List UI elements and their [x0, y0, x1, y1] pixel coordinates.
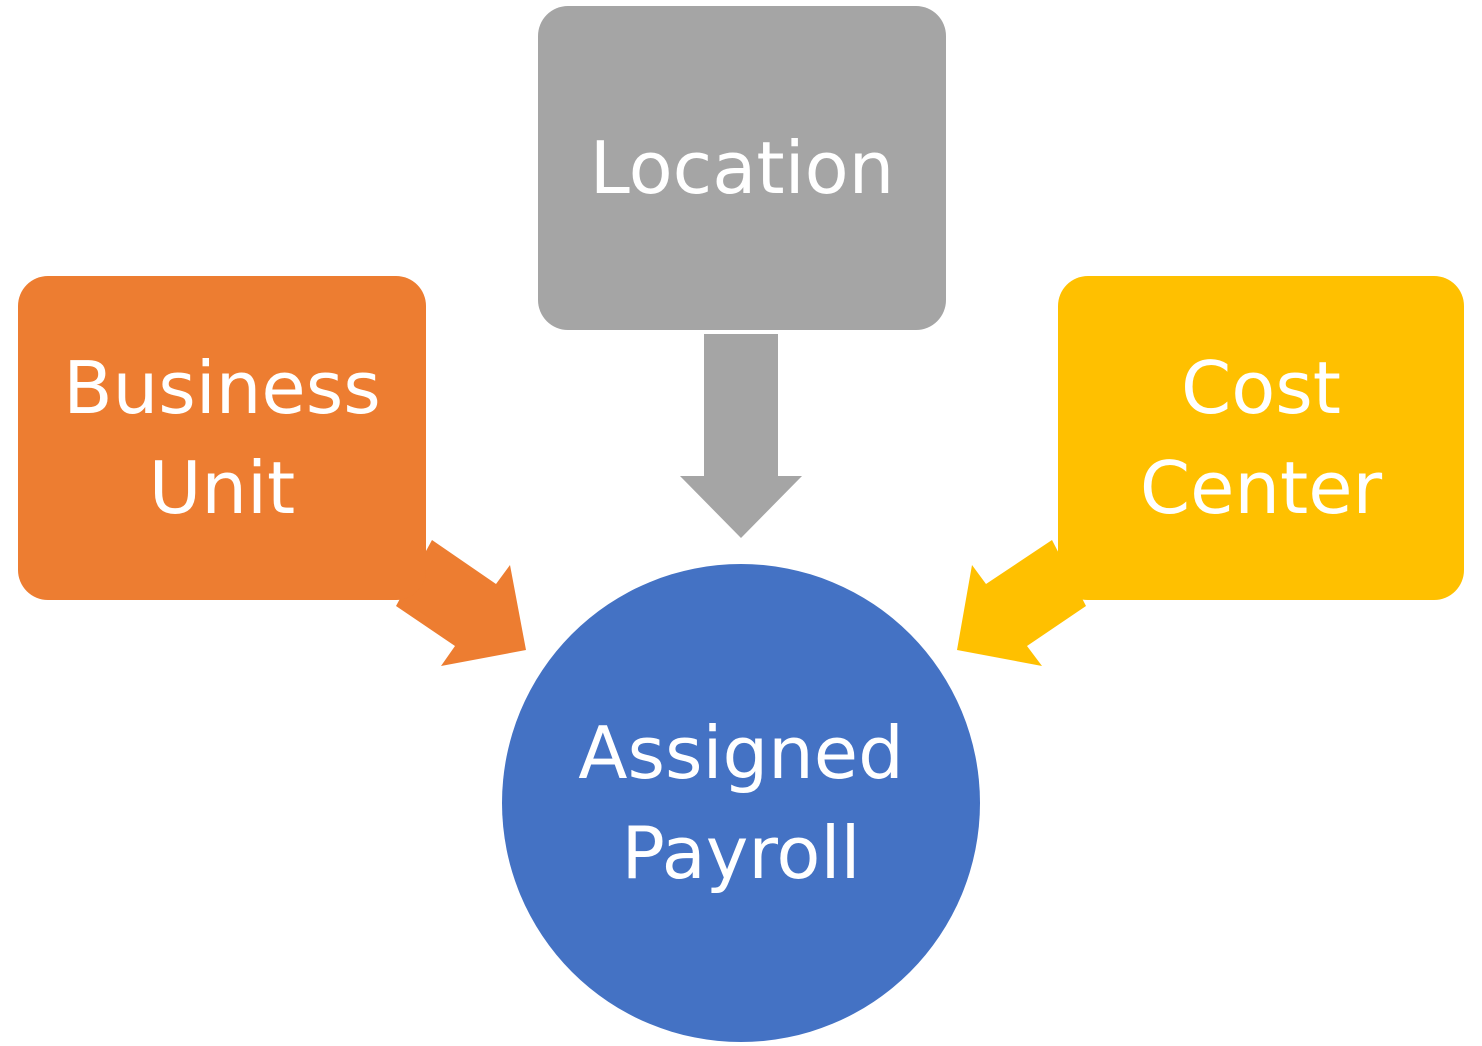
- arrow-location-to-payroll: [680, 334, 802, 538]
- arrow-business-unit-to-payroll: [396, 540, 526, 666]
- business-unit-label-line2: Unit: [148, 446, 296, 530]
- business-unit-label-line1: Business: [63, 346, 381, 430]
- assigned-payroll-label-line1: Assigned: [578, 711, 904, 795]
- location-box: Location: [538, 6, 946, 330]
- assigned-payroll-label-line2: Payroll: [621, 811, 861, 895]
- arrow-cost-center-to-payroll: [957, 540, 1086, 666]
- cost-center-box: Cost Center: [1058, 276, 1464, 600]
- assigned-payroll-circle: Assigned Payroll: [502, 564, 980, 1042]
- location-label: Location: [589, 126, 895, 210]
- cost-center-label-line2: Center: [1139, 446, 1383, 530]
- business-unit-box: Business Unit: [18, 276, 426, 600]
- cost-center-label-line1: Cost: [1180, 346, 1342, 430]
